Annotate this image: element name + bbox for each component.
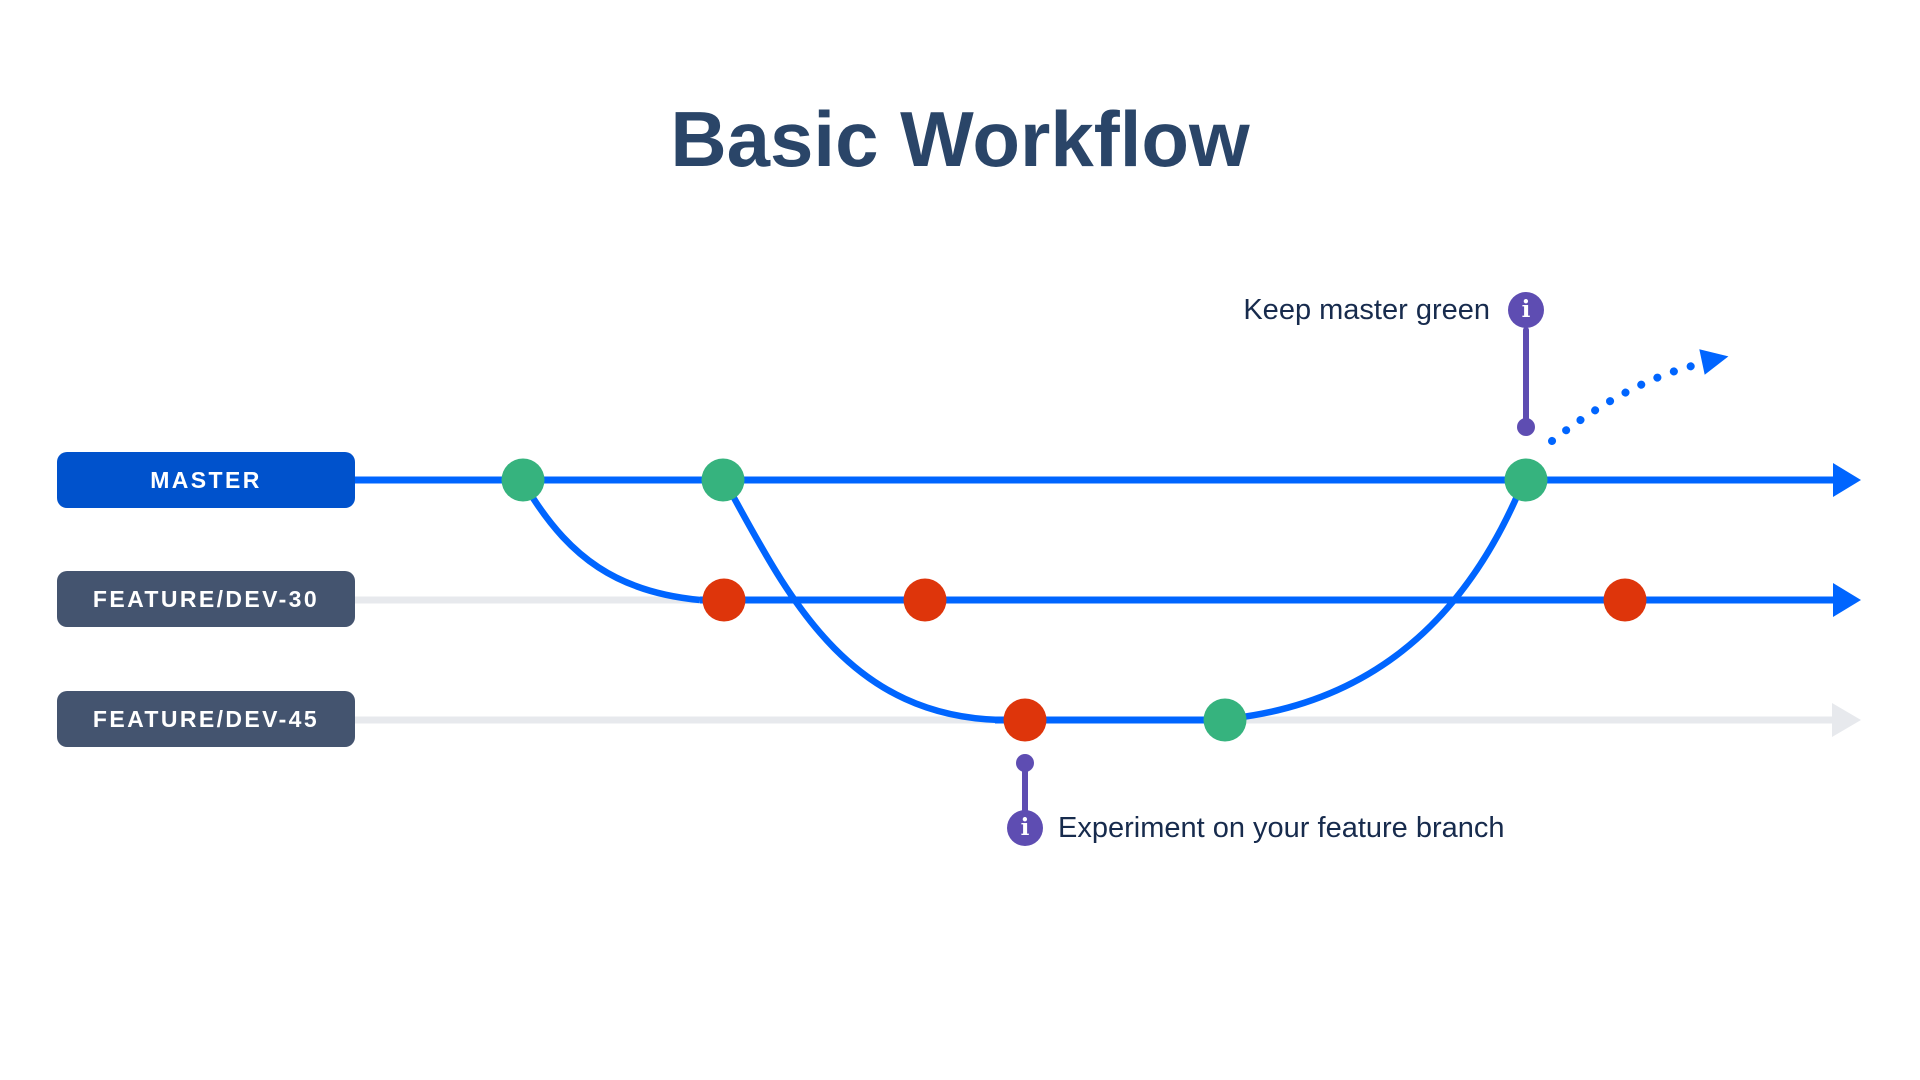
commit-dev30-2 bbox=[903, 578, 947, 622]
info-icon[interactable]: i bbox=[1508, 292, 1544, 328]
keep-master-connector-dot bbox=[1517, 418, 1535, 436]
dev30-lane-arrow-icon bbox=[1833, 583, 1861, 617]
branch-curve-master-to-dev30 bbox=[530, 496, 701, 604]
merge-curve-dev45-to-master bbox=[1234, 492, 1521, 722]
commit-dev45-2 bbox=[1203, 698, 1247, 742]
commit-dev30-1 bbox=[702, 578, 746, 622]
page-title: Basic Workflow bbox=[670, 95, 1250, 183]
future-dotted-arc bbox=[1548, 360, 1704, 445]
commit-master-2 bbox=[701, 458, 745, 502]
branch-label-feature-dev-30: FEATURE/DEV-30 bbox=[57, 571, 355, 627]
info-glyph: i bbox=[1521, 295, 1531, 323]
commit-dev30-3 bbox=[1603, 578, 1647, 622]
annotation-keep-master-green: Keep master green bbox=[1243, 294, 1490, 326]
annotation-experiment-feature-branch: Experiment on your feature branch bbox=[1058, 812, 1505, 844]
branch-curve-master-to-dev45 bbox=[730, 494, 1001, 724]
commit-master-1 bbox=[501, 458, 545, 502]
commit-dev45-1 bbox=[1003, 698, 1047, 742]
commit-master-merge bbox=[1504, 458, 1548, 502]
info-glyph: i bbox=[1020, 813, 1030, 841]
branch-label-master: MASTER bbox=[57, 452, 355, 508]
future-arc-arrow-icon bbox=[1699, 349, 1729, 375]
branch-label-feature-dev-45: FEATURE/DEV-45 bbox=[57, 691, 355, 747]
master-lane-arrow-icon bbox=[1833, 463, 1861, 497]
info-icon[interactable]: i bbox=[1007, 810, 1043, 846]
dev45-lane-arrow-icon bbox=[1832, 703, 1861, 737]
